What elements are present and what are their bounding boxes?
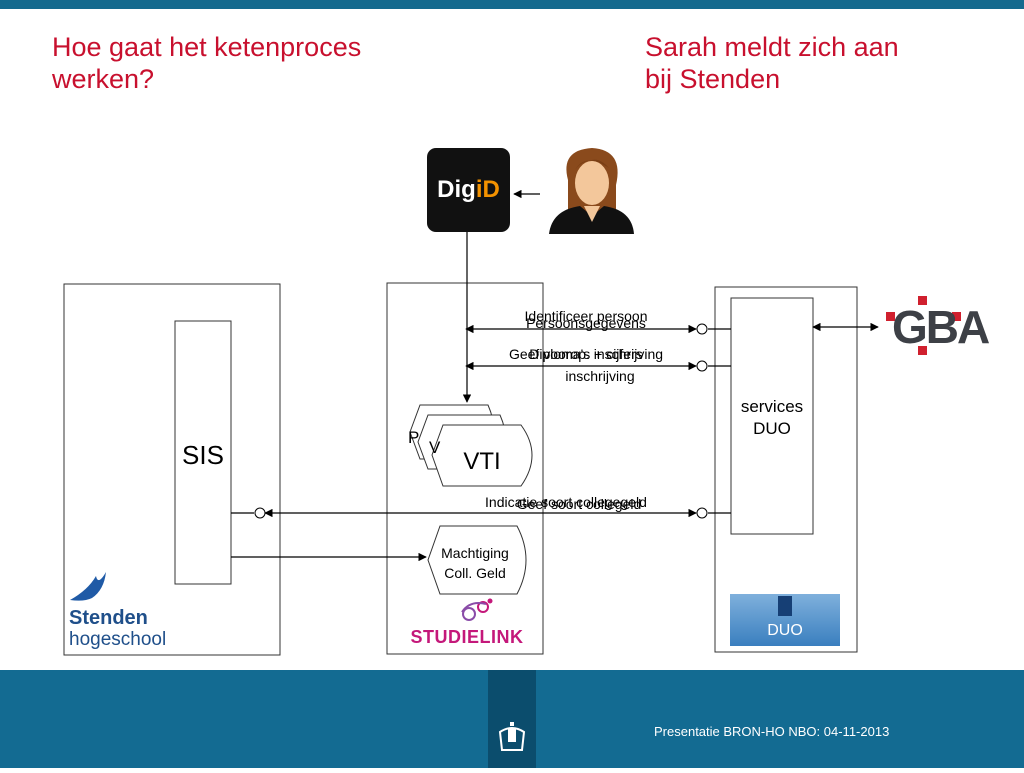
studielink-icon xyxy=(461,601,489,621)
arrow-label-geef-soort: Geef soort collegeld xyxy=(516,496,642,512)
person-avatar-icon xyxy=(549,148,634,234)
sis-box xyxy=(174,320,232,585)
stenden-logo-sub: hogeschool xyxy=(69,629,167,650)
arrow-label-indicatie: Indicatie soort collegegeld xyxy=(485,494,647,510)
footer-emblem xyxy=(488,670,536,768)
interface-node xyxy=(696,507,708,519)
slide-subtitle: Sarah meldt zich aan bij Stenden xyxy=(645,32,899,94)
duo-logo: DUO xyxy=(730,594,840,646)
digid-logo: DigiD xyxy=(427,148,510,232)
duo-logo-label: DUO xyxy=(767,622,803,639)
duo-crest-icon xyxy=(778,596,792,616)
stenden-column xyxy=(63,283,281,656)
arrow-label-inschrijving: inschrijving xyxy=(565,368,635,384)
arrow-label-persoonsgegevens: Persoonsgegevens xyxy=(526,315,646,331)
arrow-label-voorop: Geef voorop. inschrijving xyxy=(508,346,664,362)
gba-logo xyxy=(886,296,961,355)
stenden-logo-name: Stenden xyxy=(69,607,148,629)
interface-node xyxy=(254,507,266,519)
footer-text: Presentatie BRON-HO NBO: 04-11-2013 xyxy=(654,724,890,739)
interface-node xyxy=(696,360,708,372)
digid-label: DigiD xyxy=(437,176,500,203)
gba-label: GBA xyxy=(892,301,990,353)
coat-of-arms-icon xyxy=(498,722,526,751)
services-duo-label: services DUO xyxy=(740,397,804,438)
machtiging-shape xyxy=(427,525,527,595)
stenden-bird-icon xyxy=(70,572,106,601)
services-duo-box xyxy=(730,297,814,535)
vti-shape xyxy=(431,424,533,487)
stack-hint-v: V xyxy=(429,438,441,457)
sis-label: SIS xyxy=(182,440,224,470)
machtiging-label: Machtiging Coll. Geld xyxy=(441,545,509,581)
top-bar xyxy=(0,0,1024,9)
page-title: Hoe gaat het ketenproces werken? xyxy=(52,32,362,94)
arrow-label-identify: Identificeer persoon xyxy=(524,308,648,324)
arrow-label-diplomas: Diploma's + cijfers xyxy=(529,346,643,362)
interface-node xyxy=(696,323,708,335)
studielink-logo: STUDIELINK xyxy=(410,627,524,647)
vti-label: VTI xyxy=(463,448,501,475)
stack-hint-p: P xyxy=(408,428,420,447)
